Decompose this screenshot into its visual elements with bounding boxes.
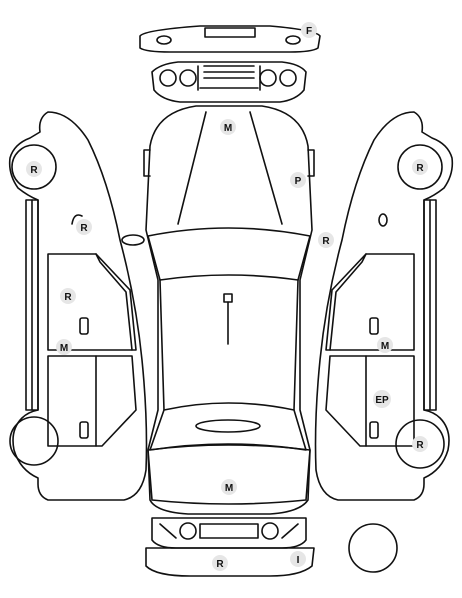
car-body-top[interactable] [143,105,315,515]
badge-hood[interactable]: M [220,119,236,135]
left-side-body[interactable] [8,111,148,501]
badge-label: R [80,223,88,234]
badge-left-mirror[interactable]: R [76,219,92,235]
badge-label: I [297,555,300,566]
badge-label: M [381,341,389,352]
badge-label: F [306,26,312,37]
badge-label: R [64,292,72,303]
front-bumper[interactable] [139,25,321,53]
badge-label: R [416,440,424,451]
right-rear-wheel[interactable] [395,419,445,469]
badge-right-front-fender[interactable]: P [290,172,306,188]
right-front-wheel[interactable] [397,144,443,190]
badge-left-front-wheel[interactable]: R [26,161,42,177]
spare-wheel[interactable] [348,523,398,573]
badge-rear-bumper-left[interactable]: R [212,555,228,571]
left-front-wheel[interactable] [11,144,57,190]
left-mirror-outline[interactable] [121,234,145,246]
badge-label: M [224,123,232,134]
badge-right-rear-door[interactable]: EP [373,390,391,408]
badge-front-bumper[interactable]: F [301,22,317,38]
badge-label: M [60,343,68,354]
badge-trunk[interactable]: M [221,479,237,495]
badge-left-door-seam[interactable]: M [56,339,72,355]
badge-label: R [30,165,38,176]
rear-bumper[interactable] [145,547,315,577]
badge-label: EP [375,395,389,406]
badge-right-door-seam[interactable]: M [377,337,393,353]
badge-label: R [416,163,424,174]
right-side-body[interactable] [314,111,454,501]
badge-rear-bumper-right[interactable]: I [290,551,306,567]
badge-right-mirror[interactable]: R [318,232,334,248]
front-grille[interactable] [151,61,307,103]
badge-right-front-wheel[interactable]: R [412,159,428,175]
badge-right-rear-wheel[interactable]: R [412,436,428,452]
badge-label: R [322,236,330,247]
left-rear-wheel[interactable] [9,416,59,466]
badge-label: P [295,176,302,187]
badge-label: M [225,483,233,494]
badge-label: R [216,559,224,570]
rear-lights[interactable] [151,517,307,549]
badge-left-front-door[interactable]: R [60,288,76,304]
